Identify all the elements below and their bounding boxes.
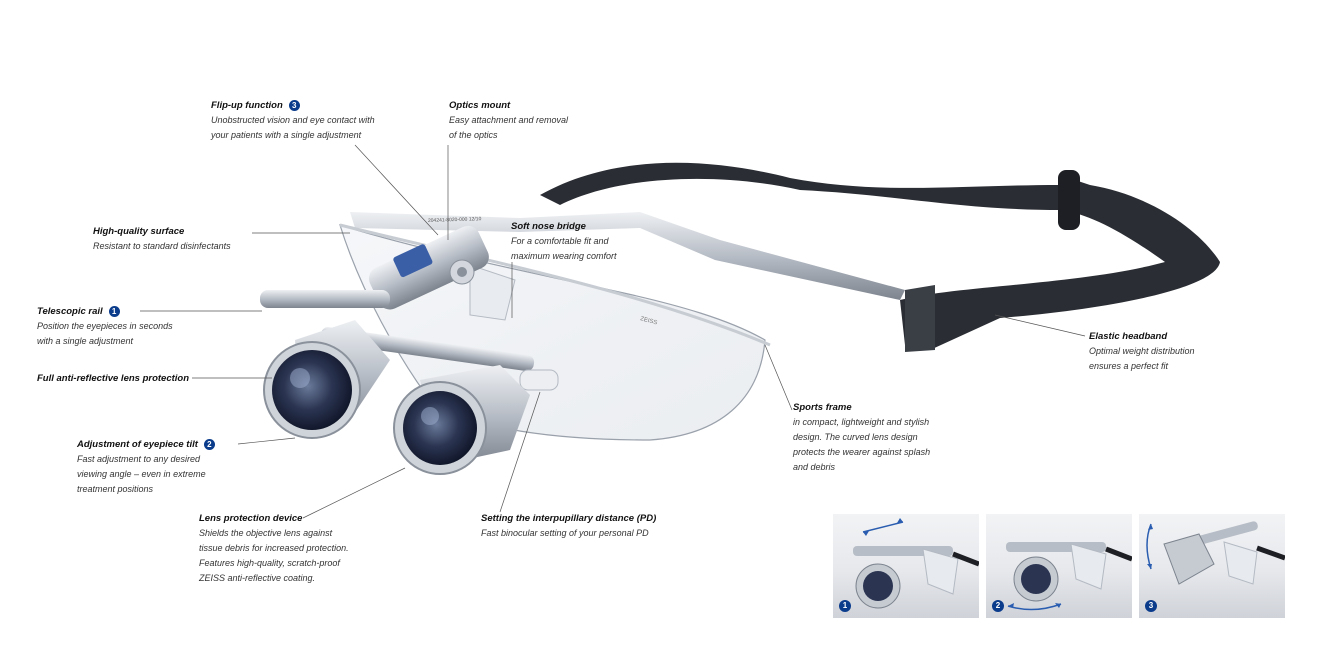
callout-ar-lens: Full anti-reflective lens protection bbox=[37, 371, 189, 386]
nose-bridge bbox=[469, 264, 516, 321]
lens-protection-desc: Shields the objective lens against tissu… bbox=[199, 528, 349, 583]
callout-lens-protection: Lens protection device Shields the objec… bbox=[199, 511, 349, 586]
ar-lens-title: Full anti-reflective lens protection bbox=[37, 373, 190, 384]
thumbnail-badge-3: 3 bbox=[1145, 600, 1157, 612]
badge-2: 2 bbox=[203, 438, 215, 450]
pd-knob bbox=[519, 369, 559, 391]
thumbnail-badge-1: 1 bbox=[839, 600, 851, 612]
headband-title: Elastic headband bbox=[1089, 331, 1168, 342]
eyepiece-tilt-desc: Fast adjustment to any desired viewing a… bbox=[77, 454, 206, 494]
surface-desc: Resistant to standard disinfectants bbox=[93, 241, 231, 251]
sports-frame-desc: in compact, lightweight and stylish desi… bbox=[793, 417, 931, 472]
badge-3: 3 bbox=[288, 99, 300, 111]
callout-nose-bridge: Soft nose bridge For a comfortable fit a… bbox=[511, 219, 617, 264]
leader-lines bbox=[140, 144, 1086, 519]
thumbnail-flip-graphic bbox=[1146, 521, 1285, 585]
callout-flip-up: Flip-up function 3 Unobstructed vision an… bbox=[211, 98, 375, 143]
callout-headband: Elastic headband Optimal weight distribu… bbox=[1089, 329, 1195, 374]
callout-telescopic-rail: Telescopic rail 1 Position the eyepieces … bbox=[37, 304, 173, 349]
headband-desc: Optimal weight distribution ensures a pe… bbox=[1089, 346, 1195, 371]
surface-title: High-quality surface bbox=[93, 226, 185, 237]
temple-arm bbox=[350, 212, 905, 300]
eyepiece-tilt-title: Adjustment of eyepiece tilt bbox=[77, 439, 198, 450]
headband-strap bbox=[540, 162, 1220, 350]
pd-title: Setting the interpupillary distance (PD) bbox=[481, 513, 657, 524]
callout-optics-mount: Optics mount Easy attachment and removal… bbox=[449, 98, 568, 143]
callout-surface: High-quality surface Resistant to standa… bbox=[93, 224, 231, 254]
thumbnail-badge-2: 2 bbox=[992, 600, 1004, 612]
telescopic-rail-title: Telescopic rail bbox=[37, 306, 103, 317]
optics-mount-title: Optics mount bbox=[449, 100, 511, 111]
callout-eyepiece-tilt: Adjustment of eyepiece tilt 2 Fast adjust… bbox=[77, 437, 215, 497]
sports-frame-title: Sports frame bbox=[793, 402, 852, 413]
strap-buckle bbox=[1058, 170, 1080, 230]
nose-bridge-desc: For a comfortable fit and maximum wearin… bbox=[511, 236, 617, 261]
nose-bridge-title: Soft nose bridge bbox=[511, 221, 586, 232]
optics-mount bbox=[369, 225, 489, 310]
frame-logo: ZEISS bbox=[639, 316, 657, 326]
flip-up-desc: Unobstructed vision and eye contact with… bbox=[211, 115, 375, 140]
lens-protection-title: Lens protection device bbox=[199, 513, 303, 524]
telescopic-rail bbox=[260, 290, 390, 308]
telescopic-rail-desc: Position the eyepieces in seconds with a… bbox=[37, 321, 173, 346]
badge-1: 1 bbox=[108, 305, 120, 317]
thumbnail-rail-adjust: 1 bbox=[833, 514, 979, 618]
pd-desc: Fast binocular setting of your personal … bbox=[481, 528, 649, 538]
callout-sports-frame: Sports frame in compact, lightweight and… bbox=[793, 400, 930, 475]
thumbnail-tilt-adjust: 2 bbox=[986, 514, 1132, 618]
flip-up-title: Flip-up function bbox=[211, 100, 283, 111]
thumbnail-tilt-graphic bbox=[1006, 542, 1132, 611]
optics-mount-desc: Easy attachment and removal of the optic… bbox=[449, 115, 569, 140]
callout-pd: Setting the interpupillary distance (PD)… bbox=[481, 511, 656, 541]
thumbnail-flip-up: 3 bbox=[1139, 514, 1285, 618]
thumbnail-rail-graphic bbox=[853, 518, 979, 609]
frame-serial: 204241-8020-000 12/10 bbox=[428, 216, 482, 224]
